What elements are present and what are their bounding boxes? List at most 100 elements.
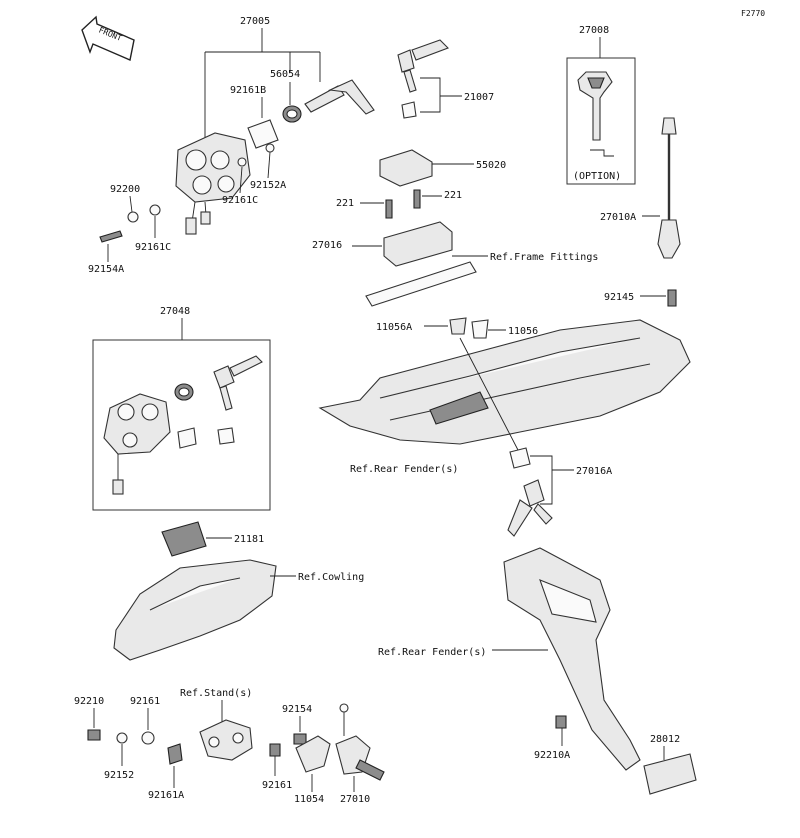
cable-barrel — [657, 219, 681, 259]
label-92152: 92152 — [104, 770, 134, 781]
cylinder — [217, 427, 235, 445]
boss — [232, 732, 244, 744]
key-cut-profile — [590, 149, 614, 157]
light-housing — [539, 579, 597, 623]
switch-boss — [210, 150, 230, 170]
leader-line — [459, 337, 519, 451]
label-92145: 92145 — [604, 292, 634, 303]
brackets-11056: 11056A 11056 — [376, 317, 538, 339]
washer-92161 — [141, 731, 155, 745]
label-221-right: 221 — [444, 190, 462, 201]
connector — [200, 211, 211, 225]
boss — [208, 736, 220, 748]
key-blade — [229, 355, 263, 377]
ref-rear-fender-2: Ref.Rear Fender(s) — [378, 647, 486, 658]
label-92152A: 92152A — [250, 180, 286, 191]
label-92200: 92200 — [110, 184, 140, 195]
label-92154: 92154 — [282, 704, 312, 715]
cable-end — [661, 117, 677, 135]
key-head — [213, 365, 235, 389]
collar — [247, 119, 279, 149]
ref-frame-fittings: Ref.Frame Fittings — [490, 252, 598, 263]
ref-rear-fender-1: Ref.Rear Fender(s) — [350, 464, 458, 475]
label-92161B: 92161B — [230, 85, 266, 96]
nut-92210 — [87, 729, 101, 741]
nut-92161 — [269, 743, 281, 757]
switch-boss — [192, 175, 212, 195]
label-92161C-b: 92161C — [135, 242, 171, 253]
key-head — [397, 49, 415, 73]
seat-lock-cable: 27010A 92145 — [600, 117, 681, 307]
option-note: (OPTION) — [573, 171, 621, 182]
figure-code: F2770 — [741, 9, 765, 18]
switch-boss — [185, 149, 207, 171]
label-92161-b: 92161 — [262, 780, 292, 791]
switch-boss — [141, 403, 159, 421]
rear-fender-tail-frame: Ref.Rear Fender(s) — [318, 319, 691, 475]
cylinder — [177, 427, 197, 449]
label-92161: 92161 — [130, 696, 160, 707]
key-icon — [577, 71, 613, 141]
label-11056: 11056 — [508, 326, 538, 337]
stand-bracket — [199, 719, 253, 761]
label-27005: 27005 — [240, 16, 270, 27]
label-27016A: 27016A — [576, 466, 612, 477]
switch-boss — [122, 432, 138, 448]
ref-stand: Ref.Stand(s) — [180, 688, 252, 699]
collar-92161A — [167, 743, 183, 765]
screw — [413, 189, 421, 209]
front-arrow-icon: FRONT — [81, 15, 135, 61]
washer — [237, 157, 247, 167]
label-221-left: 221 — [336, 198, 354, 209]
key-blade — [328, 79, 375, 115]
label-56054: 56054 — [270, 69, 300, 80]
clip-11056 — [471, 319, 489, 339]
key-logo — [587, 77, 605, 89]
key-blade — [507, 499, 533, 537]
screw — [385, 199, 393, 219]
cowling-frame — [113, 559, 277, 661]
side-stand-switch-area: 92210 92161 92152 92161A Ref.Stand(s) 92… — [74, 688, 385, 805]
key-head — [523, 479, 545, 507]
washer-92152 — [116, 732, 128, 744]
label-27016: 27016 — [312, 240, 342, 251]
clip-11056A — [449, 317, 467, 335]
ignition-switch-assembly: 27005 56054 92161B 92152A 92161C 92200 — [88, 16, 375, 275]
ignition-key — [304, 85, 345, 113]
label-55020: 55020 — [476, 160, 506, 171]
label-92161A: 92161A — [148, 790, 184, 801]
label-92210: 92210 — [74, 696, 104, 707]
ecu-21181 — [161, 521, 207, 557]
tail-frame — [318, 319, 691, 445]
key-blade — [403, 69, 417, 93]
label-11056A: 11056A — [376, 322, 412, 333]
cowling-bracket: 21181 Ref.Cowling — [113, 521, 364, 661]
spring-clip — [667, 289, 677, 307]
key-set-21007: 21007 — [397, 39, 494, 119]
key-blade — [533, 503, 553, 525]
cylinder — [509, 447, 531, 469]
ignition-switch-body — [175, 132, 251, 203]
lock-mount — [429, 391, 489, 425]
label-28012: 28012 — [650, 734, 680, 745]
label-92154A: 92154A — [88, 264, 124, 275]
connector — [112, 479, 124, 495]
lock-base-27016 — [383, 221, 453, 267]
connector — [185, 217, 197, 235]
nut-92210A — [555, 715, 567, 729]
bolt-92154A — [99, 230, 123, 243]
plate-bracket — [503, 547, 641, 771]
label-11054: 11054 — [294, 794, 324, 805]
seal-ring-hole — [178, 387, 190, 397]
key-blade — [219, 385, 233, 411]
lock-cover-55020 — [379, 149, 433, 187]
label-27010A: 27010A — [600, 212, 636, 223]
license-plate-bracket: Ref.Rear Fender(s) 92210A 28012 — [378, 547, 697, 795]
label-27048: 27048 — [160, 306, 190, 317]
key-cylinder — [401, 101, 417, 119]
option-box — [566, 57, 636, 185]
bolt-92154 — [293, 733, 307, 745]
frame-rail — [149, 577, 241, 611]
reflector-28012 — [643, 753, 697, 795]
